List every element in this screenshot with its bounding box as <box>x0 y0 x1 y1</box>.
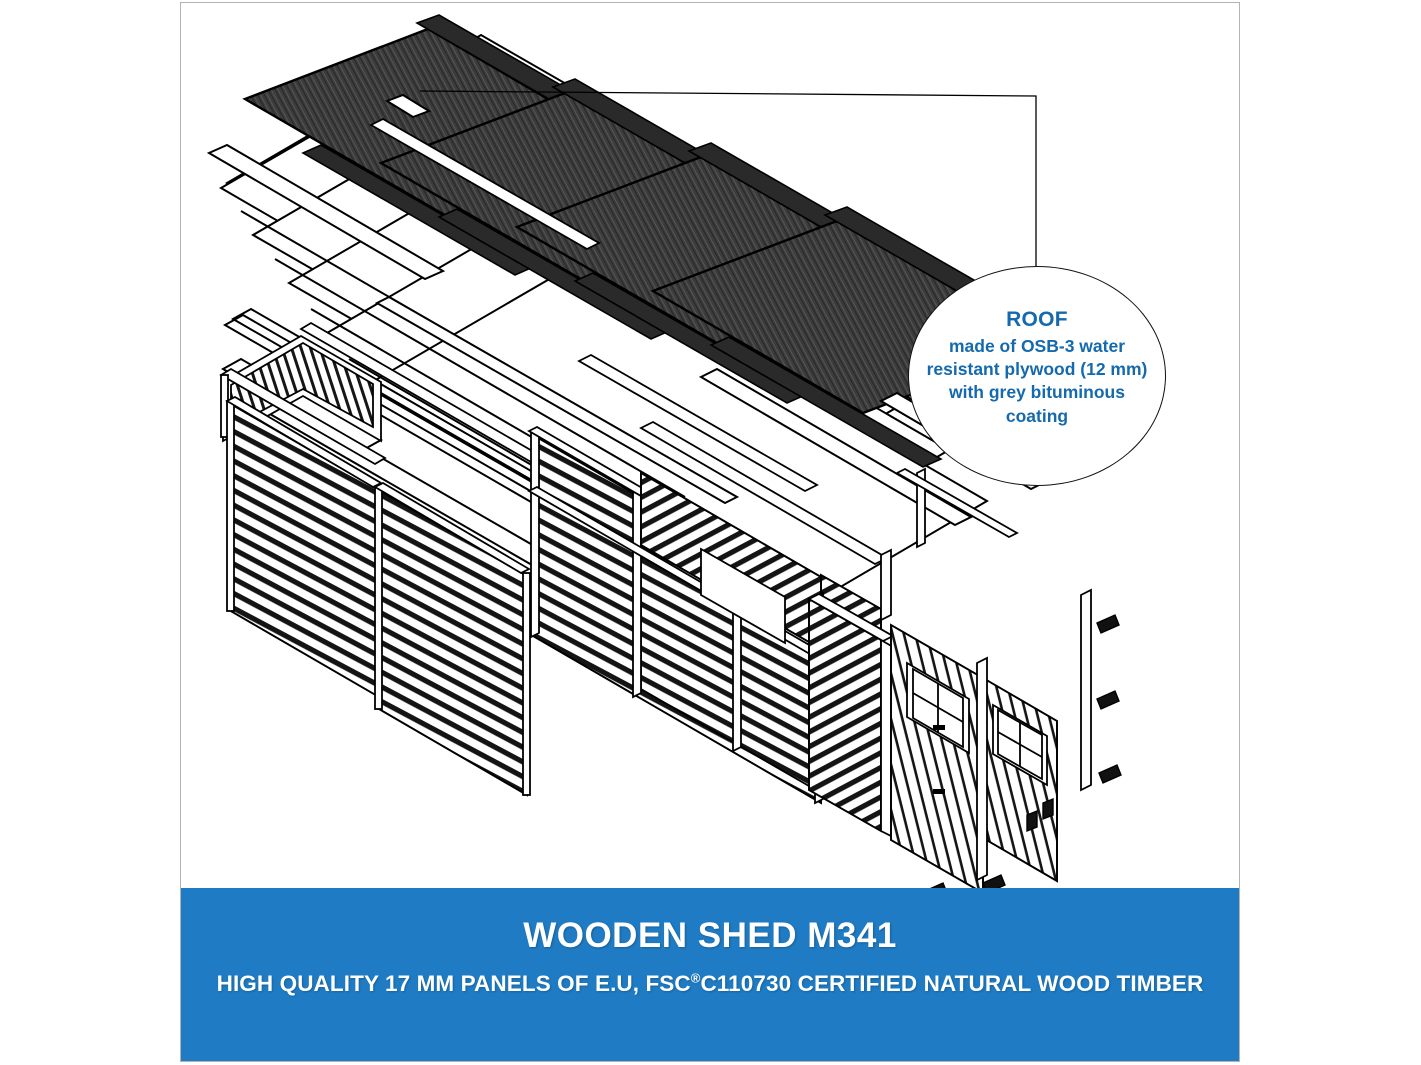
front-wall-with-opening <box>807 592 895 839</box>
subtitle-after: C110730 CERTIFIED NATURAL WOOD TIMBER <box>700 971 1204 996</box>
callout-line-2: resistant plywood (12 mm) <box>926 359 1148 380</box>
callout-text: ROOF made of OSB-3 water resistant plywo… <box>916 306 1158 428</box>
roof-callout: ROOF made of OSB-3 water resistant plywo… <box>908 266 1166 486</box>
product-banner: WOODEN SHED M341 HIGH QUALITY 17 MM PANE… <box>181 888 1239 1061</box>
product-subtitle: HIGH QUALITY 17 MM PANELS OF E.U, FSC®C1… <box>181 971 1239 997</box>
product-title: WOODEN SHED M341 <box>523 916 897 955</box>
shed-assembly-drawing <box>206 14 1122 888</box>
registered-mark: ® <box>690 970 701 986</box>
side-beam-assembly <box>639 420 1019 622</box>
gable-frame <box>219 321 543 466</box>
trim-strips <box>369 117 819 493</box>
fasteners <box>930 614 1122 888</box>
subtitle-before: HIGH QUALITY 17 MM PANELS OF E.U, FSC <box>216 971 691 996</box>
callout-title: ROOF <box>1006 308 1068 331</box>
door-assembly <box>890 588 1092 888</box>
callout-line-3: with grey bituminous <box>949 382 1125 403</box>
callout-line-1: made of OSB-3 water <box>948 335 1126 356</box>
callout-line-4: coating <box>1005 405 1069 426</box>
callout-ellipse <box>908 266 1166 486</box>
technical-drawing <box>181 3 1239 888</box>
callout-leader-line <box>419 90 1037 267</box>
